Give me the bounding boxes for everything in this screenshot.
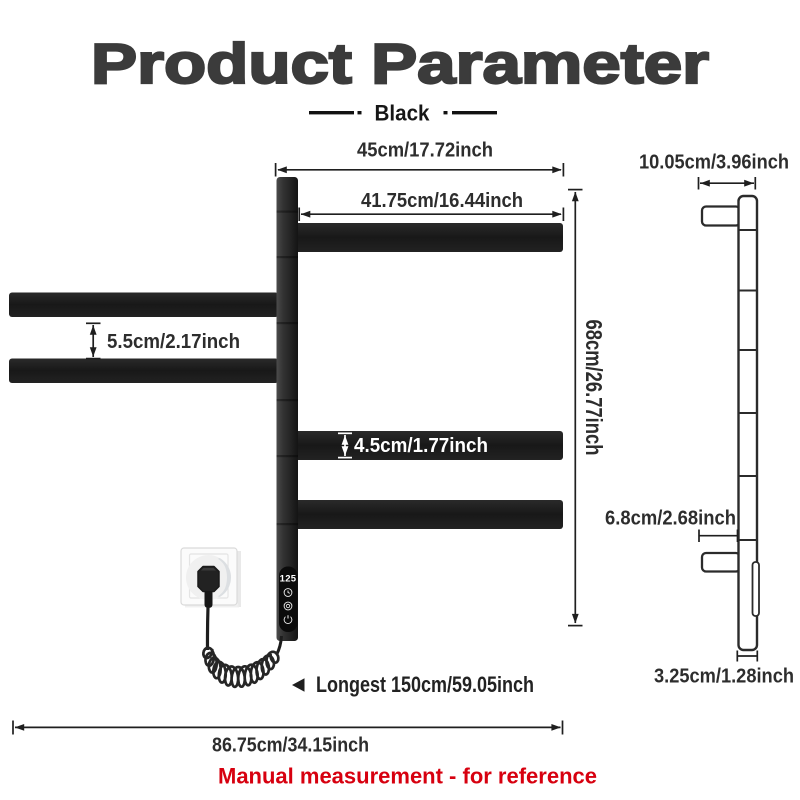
svg-text:4.5cm/1.77inch: 4.5cm/1.77inch: [354, 435, 488, 457]
svg-text:10.05cm/3.96inch: 10.05cm/3.96inch: [639, 152, 789, 174]
svg-text:Longest 150cm/59.05inch: Longest 150cm/59.05inch: [316, 672, 534, 697]
svg-text:45cm/17.72inch: 45cm/17.72inch: [357, 140, 493, 162]
svg-text:Product Parameter: Product Parameter: [91, 32, 709, 96]
svg-text:125: 125: [280, 574, 297, 585]
svg-text:Black: Black: [375, 101, 431, 126]
svg-text:86.75cm/34.15inch: 86.75cm/34.15inch: [212, 735, 369, 757]
svg-text:41.75cm/16.44inch: 41.75cm/16.44inch: [361, 190, 523, 212]
svg-text:3.25cm/1.28inch: 3.25cm/1.28inch: [654, 666, 794, 688]
svg-text:68cm/26.77inch: 68cm/26.77inch: [581, 320, 607, 456]
svg-text:Manual measurement - for refer: Manual measurement - for reference: [218, 764, 597, 789]
svg-text:6.8cm/2.68inch: 6.8cm/2.68inch: [605, 508, 736, 530]
svg-text:5.5cm/2.17inch: 5.5cm/2.17inch: [107, 331, 240, 353]
